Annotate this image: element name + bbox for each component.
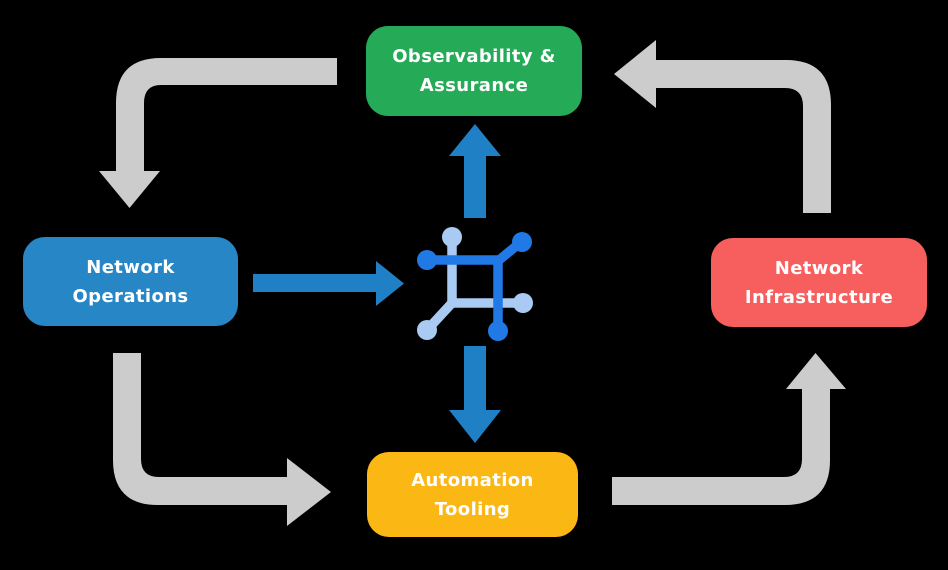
- icon-node-left: [417, 250, 437, 270]
- icon-node-bottom-left: [417, 320, 437, 340]
- icon-node-top-right: [512, 232, 532, 252]
- node-automation-tooling: Automation Tooling: [367, 452, 578, 537]
- cycle-arrow-automation-to-infrastructure: [612, 353, 846, 505]
- node-observability-label: Observability & Assurance: [392, 46, 556, 96]
- link-arrow-icon-to-observability: [449, 124, 501, 218]
- icon-node-bottom: [488, 321, 508, 341]
- link-arrow-operations-to-icon: [253, 261, 404, 306]
- node-infrastructure-label: Network Infrastructure: [744, 257, 894, 308]
- link-arrow-icon-to-automation: [449, 346, 501, 443]
- network-automation-platform-icon: [417, 227, 533, 341]
- cycle-arrow-infrastructure-to-observability: [614, 40, 831, 213]
- node-network-infrastructure: Network Infrastructure: [711, 238, 927, 327]
- node-automation-label: Automation Tooling: [411, 469, 534, 520]
- node-operations-label: Network Operations: [72, 256, 189, 307]
- icon-node-top: [442, 227, 462, 247]
- icon-node-right: [513, 293, 533, 313]
- cycle-arrow-operations-to-automation: [113, 353, 331, 526]
- node-network-operations: Network Operations: [23, 237, 238, 326]
- node-observability-assurance: Observability & Assurance: [366, 26, 582, 116]
- cycle-arrow-observability-to-operations: [99, 58, 337, 208]
